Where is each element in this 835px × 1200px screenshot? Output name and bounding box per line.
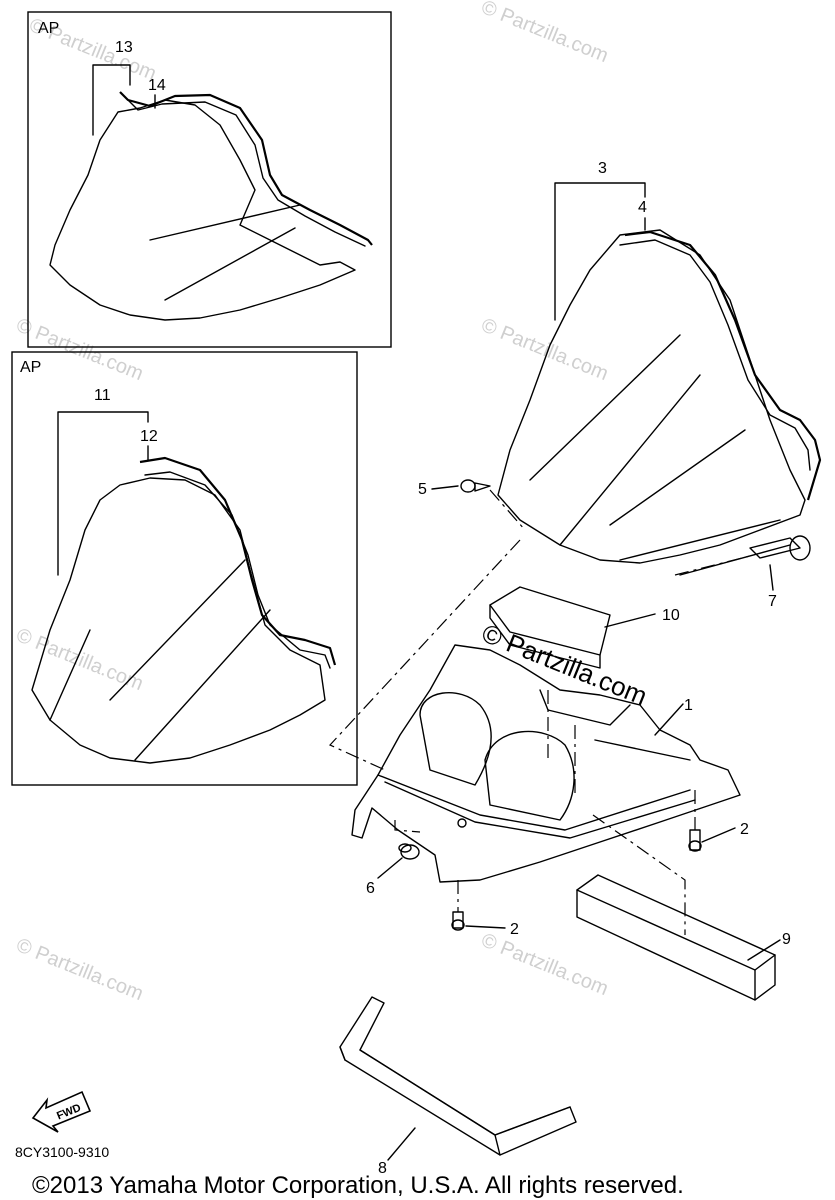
windshield-inset-top — [49, 99, 356, 321]
callout-5: 5 — [418, 481, 427, 498]
inset-bottom-frame — [11, 351, 358, 786]
dashed-leader — [674, 555, 751, 576]
callout-14: 14 — [148, 77, 166, 94]
windshield-inset-bottom — [31, 477, 326, 764]
pad-10-shape — [489, 586, 611, 656]
diagram-code: 8CY3100-9310 — [15, 1144, 109, 1160]
hood-rim-line-2 — [384, 781, 696, 839]
grommet-inner-icon — [398, 843, 412, 853]
inset-bottom: AP 11 12 — [11, 351, 358, 786]
watermark: © Partzilla.com — [478, 0, 611, 67]
leader-2b — [465, 925, 506, 929]
foam-block-9: 9 — [576, 874, 791, 1001]
callout-10: 10 — [662, 607, 680, 624]
trim-strip-inset-top — [119, 91, 373, 246]
bolt-head-icon — [460, 479, 476, 493]
callout-3: 3 — [598, 160, 607, 177]
callout-13-bracket — [92, 64, 131, 136]
leader-1 — [654, 703, 684, 736]
main-windshield: 3 4 — [497, 160, 822, 576]
clip-7: 7 — [674, 535, 811, 610]
bolt-2-left: 2 — [451, 880, 519, 938]
leader-8 — [387, 1127, 416, 1161]
dashed-assembly-line — [328, 539, 521, 771]
hood-notch — [539, 689, 631, 726]
bolt-2-right: 2 — [688, 790, 749, 852]
inset-bottom-tag: AP — [20, 359, 41, 376]
foam-front — [576, 889, 756, 1001]
dashed-leader-6 — [394, 820, 421, 833]
bolt-head-icon — [451, 919, 465, 931]
strip-8-edges — [339, 1046, 571, 1156]
bolt-thread-icon — [474, 482, 491, 492]
callout-12: 12 — [140, 428, 158, 445]
leader-7 — [769, 564, 774, 591]
watermark: © Partzilla.com — [478, 929, 611, 1000]
hood-hole-icon — [457, 818, 467, 828]
leader-10 — [604, 613, 656, 628]
foam-top — [576, 874, 776, 971]
bolt-5: 5 — [418, 479, 526, 531]
callout-2a: 2 — [740, 821, 749, 838]
hood-ridge — [594, 739, 691, 761]
leader-9 — [747, 939, 781, 961]
bolt-icon — [689, 829, 701, 851]
pad-10-edge — [489, 604, 601, 669]
windshield-shading — [149, 204, 301, 301]
inset-top: AP 13 14 — [27, 11, 392, 348]
inset-top-frame — [27, 11, 392, 348]
callout-11-bracket — [57, 411, 149, 576]
grommet-6: 6 — [366, 843, 420, 897]
callout-4: 4 — [638, 199, 647, 216]
callout-11: 11 — [94, 387, 111, 404]
hood-1: 1 — [351, 644, 741, 935]
copyright-footer: ©2013 Yamaha Motor Corporation, U.S.A. A… — [32, 1172, 684, 1199]
callout-6: 6 — [366, 880, 375, 897]
hood-vent-right — [484, 730, 575, 821]
callout-8: 8 — [378, 1160, 387, 1177]
dashed-leader-9 — [592, 814, 686, 935]
foam-side — [754, 954, 776, 1001]
callout-9: 9 — [782, 931, 791, 948]
callout-13: 13 — [115, 39, 133, 56]
trim-strip-inset-bottom — [139, 456, 337, 666]
trim-strip-main — [624, 230, 822, 501]
strip-8-shape — [339, 996, 577, 1156]
trim-inner-line — [127, 99, 366, 247]
trim-inner-line — [619, 239, 811, 471]
callout-7: 7 — [768, 593, 777, 610]
pad-10: 10 — [489, 586, 680, 669]
dashed-leader — [489, 489, 526, 531]
hood-vent-left — [419, 691, 492, 786]
leader-5 — [431, 485, 459, 490]
callout-1: 1 — [684, 697, 693, 714]
callout-2b: 2 — [510, 921, 519, 938]
hood-outer — [351, 644, 741, 883]
clip-knob-icon — [789, 535, 811, 561]
windshield-main — [497, 229, 806, 564]
hood-rim-line — [377, 774, 691, 831]
clip-body-icon — [749, 537, 801, 559]
watermarks: © Partzilla.com © Partzilla.com © Partzi… — [13, 0, 611, 1005]
strip-8: 8 — [339, 996, 577, 1177]
callout-3-bracket — [554, 182, 646, 321]
inset-top-tag: AP — [38, 20, 59, 37]
watermark: © Partzilla.com — [13, 934, 146, 1005]
leader-6 — [377, 857, 403, 879]
watermark: © Partzilla.com — [478, 314, 611, 385]
trim-inner-line — [144, 471, 331, 669]
watermark-large: © Partzilla.com — [478, 618, 652, 711]
windshield-shading — [529, 334, 746, 546]
fwd-arrow-icon: FWD — [31, 1090, 92, 1133]
bolt-head-icon — [688, 840, 702, 852]
windshield-shading — [49, 559, 271, 761]
leader-2a — [701, 827, 736, 843]
